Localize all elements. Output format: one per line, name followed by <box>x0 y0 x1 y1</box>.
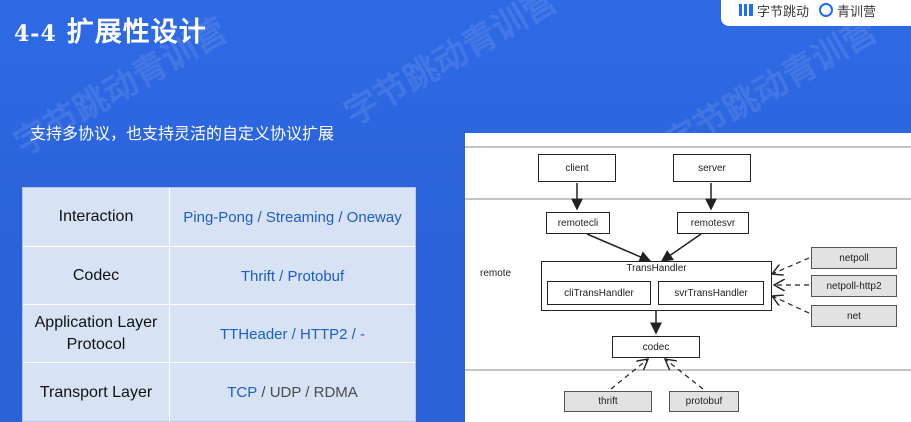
architecture-diagram: client server remotecli remotesvr remote… <box>465 133 911 422</box>
row-value: TTHeader / HTTP2 / - <box>219 325 366 343</box>
remotesvr-box: remotesvr <box>677 212 749 234</box>
section-number: 4-4 <box>14 21 57 47</box>
row-label: Application Layer Protocol <box>23 305 170 363</box>
brand-right-label: 青训营 <box>837 4 877 20</box>
protobuf-box: protobuf <box>669 391 739 412</box>
remote-label: remote <box>480 268 512 279</box>
brand-left-label: 字节跳动 <box>757 4 810 20</box>
netpoll-box: netpoll <box>811 247 897 269</box>
svr-transhandler-box: svrTransHandler <box>658 281 764 305</box>
table-row: Interaction Ping-Pong / Streaming / Onew… <box>23 188 415 246</box>
table-row: Codec Thrift / Protobuf <box>23 246 415 305</box>
table-row: Transport Layer TCP / UDP / RDMA <box>23 362 415 422</box>
protocol-table: Interaction Ping-Pong / Streaming / Onew… <box>22 187 416 422</box>
row-value: Thrift / Protobuf <box>240 267 345 285</box>
row-value: Ping-Pong / Streaming / Oneway <box>183 208 402 226</box>
thrift-box: thrift <box>564 391 652 412</box>
transport-tcp: TCP <box>227 384 258 401</box>
brand-logos: 字节跳动 青训营 <box>721 0 911 26</box>
codec-box: codec <box>612 336 700 358</box>
row-label: Codec <box>23 247 170 305</box>
server-box: server <box>673 154 751 182</box>
cli-transhandler-box: cliTransHandler <box>547 281 651 305</box>
bottom-right-watermark: @稀土掘金技术社区 <box>767 387 903 405</box>
ring-icon <box>819 3 834 17</box>
remotecli-box: remotecli <box>546 212 610 234</box>
row-label: Interaction <box>23 188 170 246</box>
net-box: net <box>811 305 897 327</box>
diagram-lines <box>465 146 911 390</box>
subtitle: 支持多协议，也支持灵活的自定义协议扩展 <box>30 124 335 143</box>
bytedance-logo: 字节跳动 <box>739 1 809 20</box>
transhandler-label: TransHandler <box>626 263 687 274</box>
netpoll-http2-box: netpoll-http2 <box>811 275 897 297</box>
qingxunying-logo: 青训营 <box>819 1 876 20</box>
bars-icon <box>739 4 753 16</box>
slide-title: 4-4 扩展性设计 <box>14 10 207 49</box>
title-text: 扩展性设计 <box>66 17 207 48</box>
row-label: Transport Layer <box>23 363 170 422</box>
client-box: client <box>538 154 616 182</box>
transport-rest: / UDP / RDMA <box>257 384 358 401</box>
row-value: TCP / UDP / RDMA <box>170 363 415 422</box>
table-row: Application Layer Protocol TTHeader / HT… <box>23 304 415 363</box>
